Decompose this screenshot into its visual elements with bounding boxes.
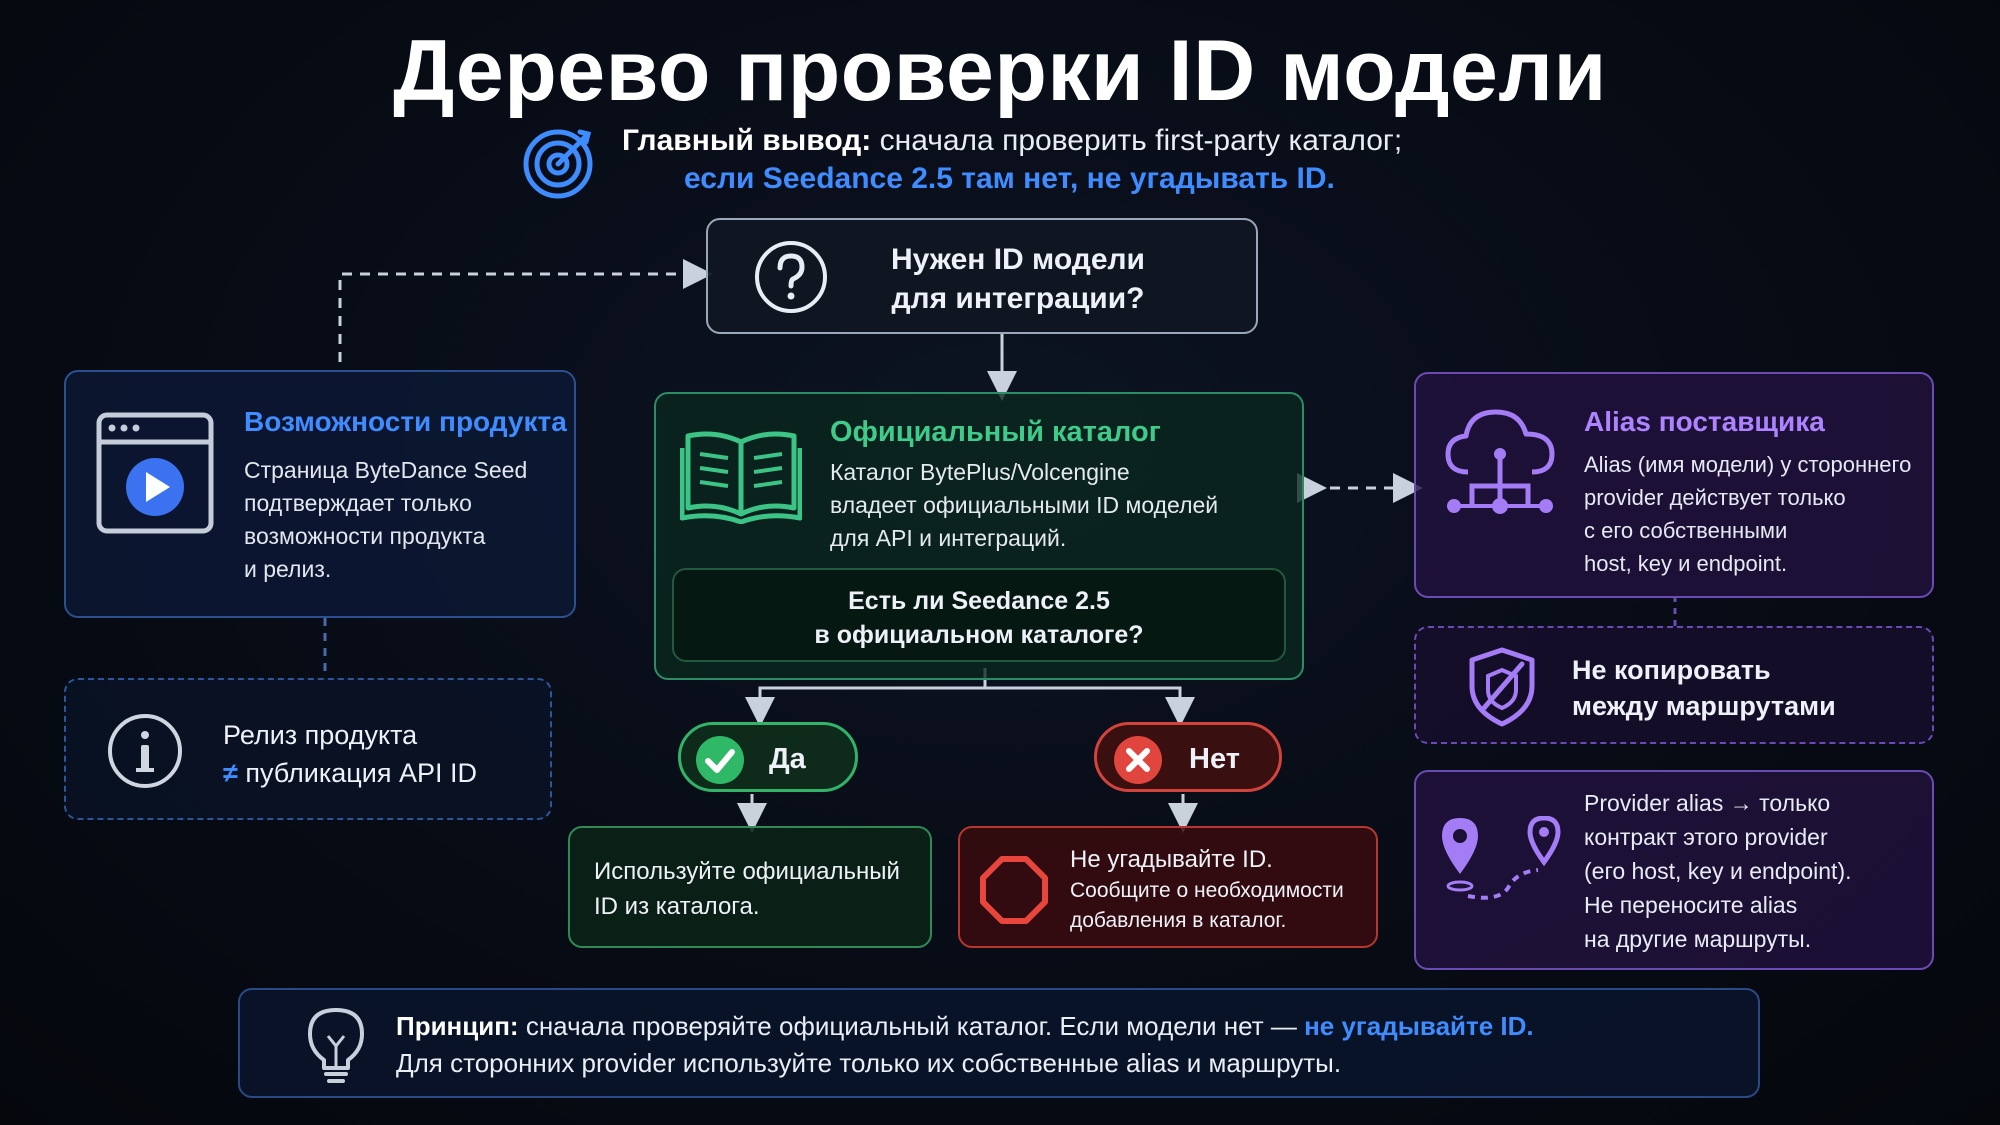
no-label: Нет: [1189, 743, 1240, 775]
check-icon: [695, 735, 745, 785]
catalog-body: Каталог BytePlus/Volcengine владеет офиц…: [830, 456, 1218, 555]
no-pill: Нет: [1094, 722, 1282, 792]
subtitle-line1: Главный вывод: сначала проверить first-p…: [622, 124, 1402, 158]
principle-bold: Принцип:: [396, 1011, 519, 1041]
catalog-question: Есть ли Seedance 2.5 в официальном катал…: [672, 568, 1286, 662]
route-pins-icon: [1438, 816, 1568, 926]
catalog-title: Официальный каталог: [830, 416, 1161, 448]
route-line: (его host, key и endpoint).: [1584, 858, 1852, 884]
product-line: возможности продукта: [244, 523, 486, 549]
yes-result-line1: Используйте официальный: [594, 858, 900, 885]
question-node: Нужен ID модели для интеграции?: [706, 218, 1258, 334]
principle-text1: сначала проверяйте официальный каталог. …: [525, 1011, 1297, 1041]
catalog-question-line1: Есть ли Seedance 2.5: [848, 587, 1110, 615]
product-line: Страница ByteDance Seed: [244, 457, 528, 483]
question-icon: [752, 238, 830, 316]
subtitle-accent: если Seedance 2.5 там нет, не угадывать …: [684, 162, 1335, 195]
yes-label: Да: [769, 743, 806, 775]
lightbulb-icon: [306, 1006, 366, 1086]
subtitle-lead-bold: Главный вывод:: [622, 124, 872, 157]
product-body: Страница ByteDance Seed подтверждает тол…: [244, 454, 527, 586]
close-icon: [1113, 735, 1163, 785]
catalog-question-text: Есть ли Seedance 2.5 в официальном катал…: [674, 584, 1284, 652]
route-line: контракт этого provider: [1584, 824, 1828, 850]
product-capabilities-node: Возможности продукта Страница ByteDance …: [64, 370, 576, 618]
not-equal-icon: ≠: [223, 758, 238, 788]
no-copy-line2: между маршрутами: [1572, 691, 1836, 721]
yes-result-text: Используйте официальный ID из каталога.: [594, 854, 900, 924]
alias-body: Alias (имя модели) у стороннего provider…: [1584, 448, 1911, 580]
release-note: Релиз продукта ≠ публикация API ID: [64, 678, 552, 820]
catalog-question-line2: в официальном каталоге?: [814, 621, 1144, 649]
question-line2: для интеграции?: [891, 282, 1145, 315]
provider-route-node: Provider alias → только контракт этого p…: [1414, 770, 1934, 970]
no-result: Не угадывайте ID. Сообщите о необходимос…: [958, 826, 1378, 948]
principle-line1: Принцип: сначала проверяйте официальный …: [396, 1008, 1534, 1045]
release-line2: публикация API ID: [245, 758, 477, 788]
route-body: Provider alias → только контракт этого p…: [1584, 786, 1852, 956]
yes-result: Используйте официальный ID из каталога.: [568, 826, 932, 948]
official-catalog-node: Официальный каталог Каталог BytePlus/Vol…: [654, 392, 1304, 680]
product-line: подтверждает только: [244, 490, 472, 516]
no-copy-line1: Не копировать: [1572, 655, 1771, 685]
alias-line: Alias (имя модели) у стороннего: [1584, 452, 1912, 477]
product-title: Возможности продукта: [244, 406, 567, 437]
yes-result-line2: ID из каталога.: [594, 893, 760, 920]
no-result-text: Не угадывайте ID. Сообщите о необходимос…: [1070, 844, 1344, 936]
route-line: на другие маршруты.: [1584, 926, 1812, 952]
cloud-network-icon: [1440, 406, 1560, 526]
product-line: и релиз.: [244, 556, 332, 582]
release-text: Релиз продукта ≠ публикация API ID: [223, 716, 477, 792]
route-line: Provider alias → только: [1584, 790, 1831, 816]
page-title: Дерево проверки ID модели: [393, 23, 1607, 119]
shield-slash-icon: [1466, 646, 1538, 728]
provider-alias-node: Alias поставщика Alias (имя модели) у ст…: [1414, 372, 1934, 598]
info-icon: [106, 712, 184, 790]
stop-sign-icon: [980, 856, 1048, 924]
alias-line: host, key и endpoint.: [1584, 551, 1788, 576]
no-result-line3: добавления в каталог.: [1070, 909, 1287, 932]
video-player-icon: [96, 412, 214, 534]
catalog-line: Каталог BytePlus/Volcengine: [830, 459, 1130, 485]
target-icon: [522, 124, 598, 200]
question-line1: Нужен ID модели: [890, 243, 1146, 276]
yes-pill: Да: [678, 722, 858, 792]
alias-line: с его собственными: [1584, 518, 1788, 543]
open-book-icon: [680, 428, 802, 524]
no-result-line2: Сообщите о необходимости: [1070, 879, 1344, 902]
catalog-line: для API и интеграций.: [830, 525, 1067, 551]
principle-bar: Принцип: сначала проверяйте официальный …: [238, 988, 1760, 1098]
principle-accent: не угадывайте ID.: [1304, 1011, 1534, 1041]
no-copy-node: Не копировать между маршрутами: [1414, 626, 1934, 744]
catalog-line: владеет официальными ID моделей: [830, 492, 1219, 518]
no-copy-text: Не копировать между маршрутами: [1572, 652, 1836, 724]
alias-line: provider действует только: [1584, 485, 1846, 510]
product-to-question-connector: [338, 259, 713, 362]
route-line: Не переносите alias: [1584, 892, 1798, 918]
subtitle-lead-rest: сначала проверить first-party каталог;: [879, 124, 1403, 157]
principle-line2: Для сторонних provider используйте тольк…: [396, 1048, 1342, 1078]
principle-text: Принцип: сначала проверяйте официальный …: [396, 1008, 1534, 1082]
question-text: Нужен ID модели для интеграции?: [858, 240, 1178, 318]
alias-title: Alias поставщика: [1584, 406, 1825, 437]
no-result-line1: Не угадывайте ID.: [1070, 846, 1273, 873]
release-line1: Релиз продукта: [223, 720, 418, 750]
release-line2-row: ≠ публикация API ID: [223, 754, 477, 792]
